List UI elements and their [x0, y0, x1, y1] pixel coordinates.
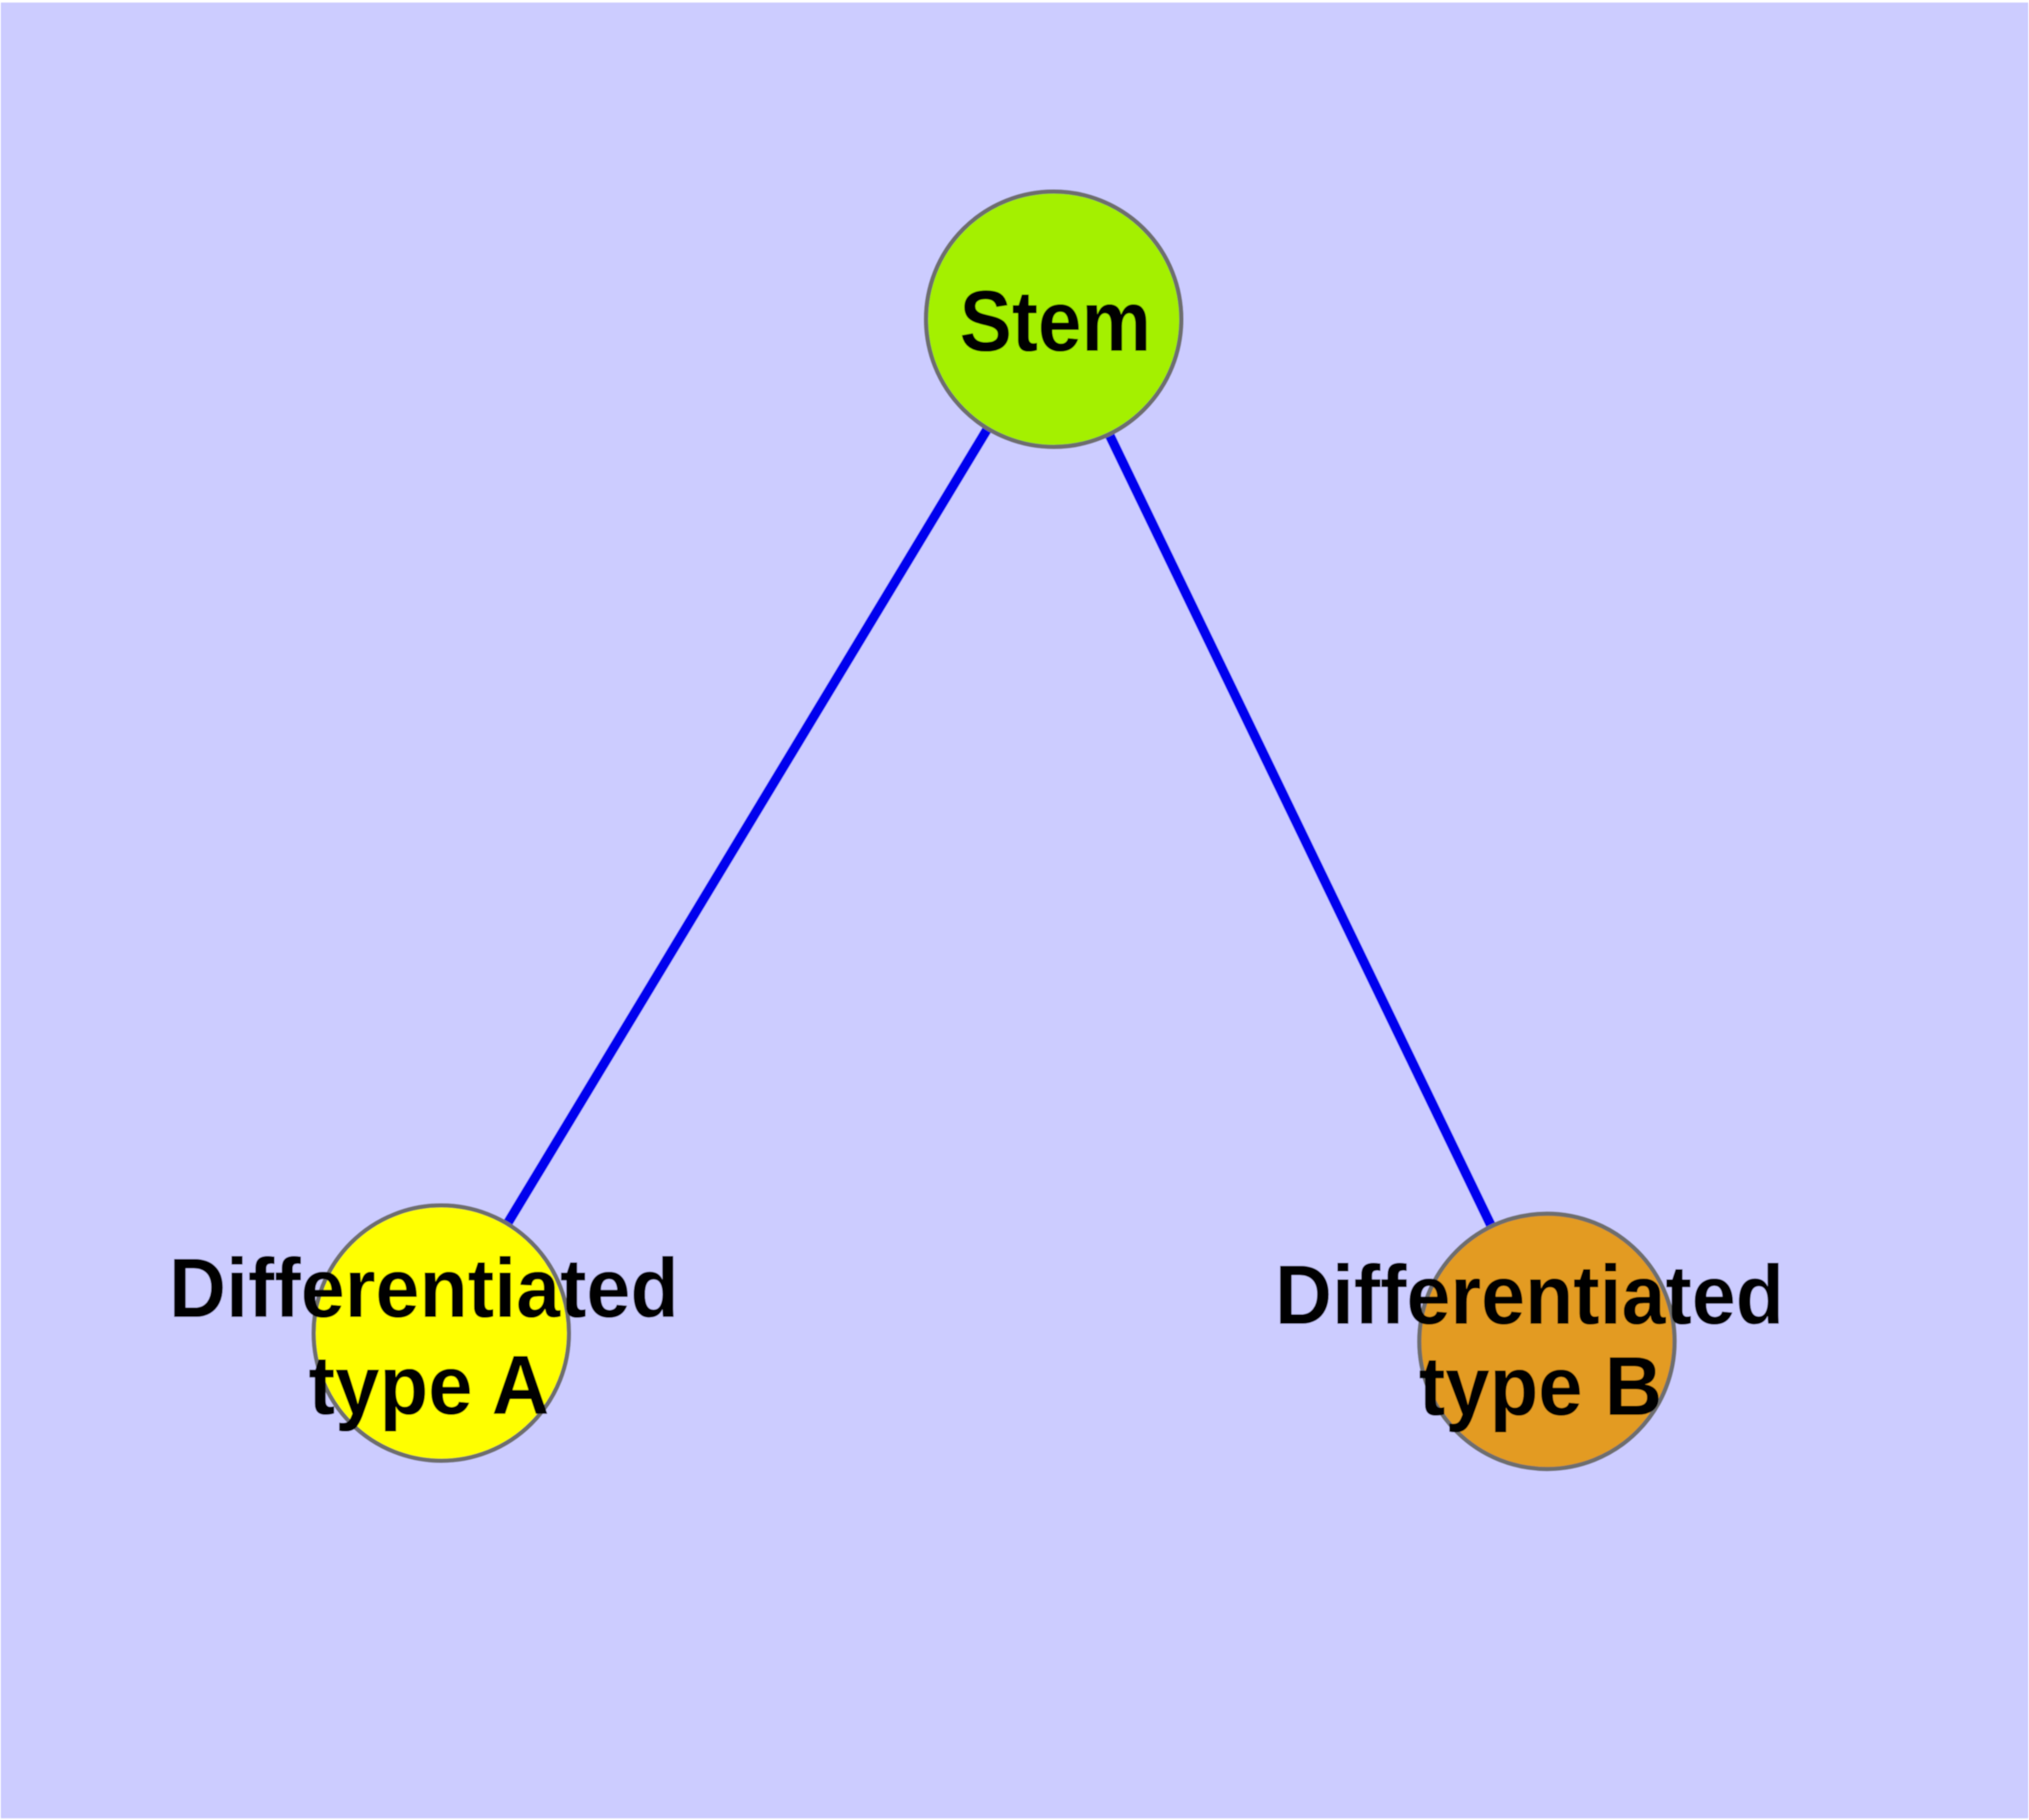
svg-text:Differentiated: Differentiated — [169, 1241, 679, 1335]
svg-text:Differentiated: Differentiated — [1275, 1248, 1784, 1342]
svg-text:type A: type A — [309, 1338, 550, 1432]
svg-text:type B: type B — [1419, 1339, 1662, 1433]
svg-text:Stem: Stem — [960, 274, 1152, 369]
